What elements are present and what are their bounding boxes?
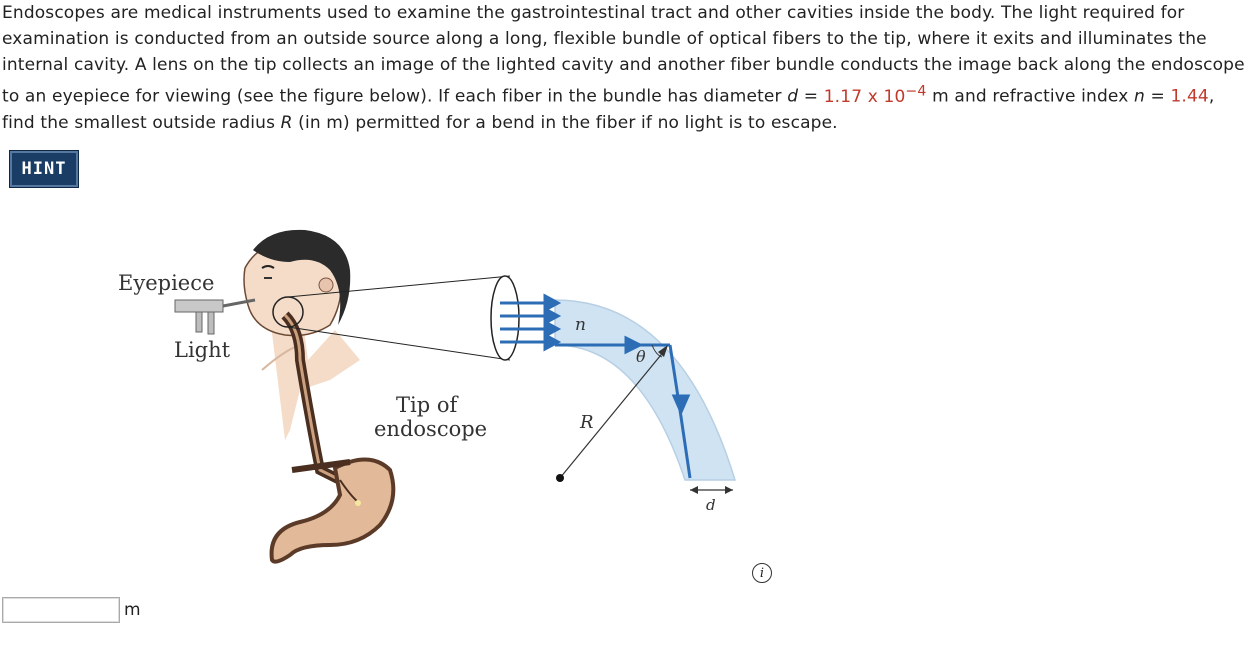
- scope-tip: [355, 500, 361, 506]
- value-d: 1.17 x 10−4: [823, 83, 927, 107]
- hint-button[interactable]: HINT: [9, 150, 79, 188]
- value-n: 1.44: [1170, 86, 1209, 107]
- problem-text-3: , find the smallest outside radius: [2, 86, 1215, 133]
- value-d-mantissa: 1.17 x 10: [823, 86, 906, 107]
- d-arrow-left: [690, 486, 698, 494]
- eyepiece-device: [174, 299, 224, 313]
- ray-3-head: [543, 319, 562, 339]
- value-d-exponent: −4: [905, 83, 927, 99]
- normal-arrowhead: [658, 345, 668, 357]
- equals-2: =: [1144, 86, 1171, 107]
- tip-label-line1: Tip of: [396, 393, 459, 417]
- var-R: R: [280, 112, 293, 133]
- d-arrow-right: [725, 486, 733, 494]
- equals: =: [798, 86, 824, 107]
- R-label: R: [579, 412, 594, 433]
- eyebrow-shape: [261, 265, 275, 269]
- problem-text-2: m and refractive index: [926, 86, 1134, 107]
- stomach-shape: [269, 457, 396, 564]
- ray-2-head: [543, 306, 562, 326]
- light-rays: [500, 293, 692, 479]
- scope-entry: [222, 298, 256, 308]
- answer-input[interactable]: [2, 597, 120, 623]
- info-icon[interactable]: i: [752, 563, 772, 583]
- ear-shape: [318, 277, 334, 293]
- n-label: n: [575, 315, 586, 335]
- answer-unit: m: [124, 600, 141, 620]
- ray-reflected-head: [671, 394, 691, 416]
- magnifier-line-top: [287, 275, 511, 298]
- fiber-cross-section: [490, 275, 520, 361]
- ray-1-head: [543, 293, 562, 313]
- var-d: d: [787, 86, 799, 107]
- problem-text: Endoscopes are medical instruments used …: [2, 3, 1245, 107]
- problem-text-4: (in m) permitted for a bend in the fiber…: [292, 112, 838, 133]
- magnifier-line-bottom: [287, 326, 511, 361]
- light-label: Light: [174, 338, 231, 362]
- light-port-2: [207, 311, 215, 335]
- theta-label: θ: [636, 347, 646, 366]
- ray-reflected-cont: [678, 409, 692, 479]
- radius-line: [559, 349, 666, 479]
- diaphragm-line: [291, 459, 351, 473]
- eyepiece-label: Eyepiece: [118, 271, 214, 295]
- ray-4-head: [543, 332, 562, 352]
- d-label: d: [706, 496, 716, 514]
- center-point: [556, 474, 564, 482]
- ray-main-head: [624, 335, 644, 355]
- theta-arc: [651, 344, 663, 358]
- hair-shape: [253, 229, 351, 325]
- light-port-1: [195, 311, 203, 333]
- tip-label-line2: endoscope: [374, 417, 487, 441]
- var-n: n: [1133, 86, 1145, 107]
- problem-statement: Endoscopes are medical instruments used …: [2, 0, 1252, 136]
